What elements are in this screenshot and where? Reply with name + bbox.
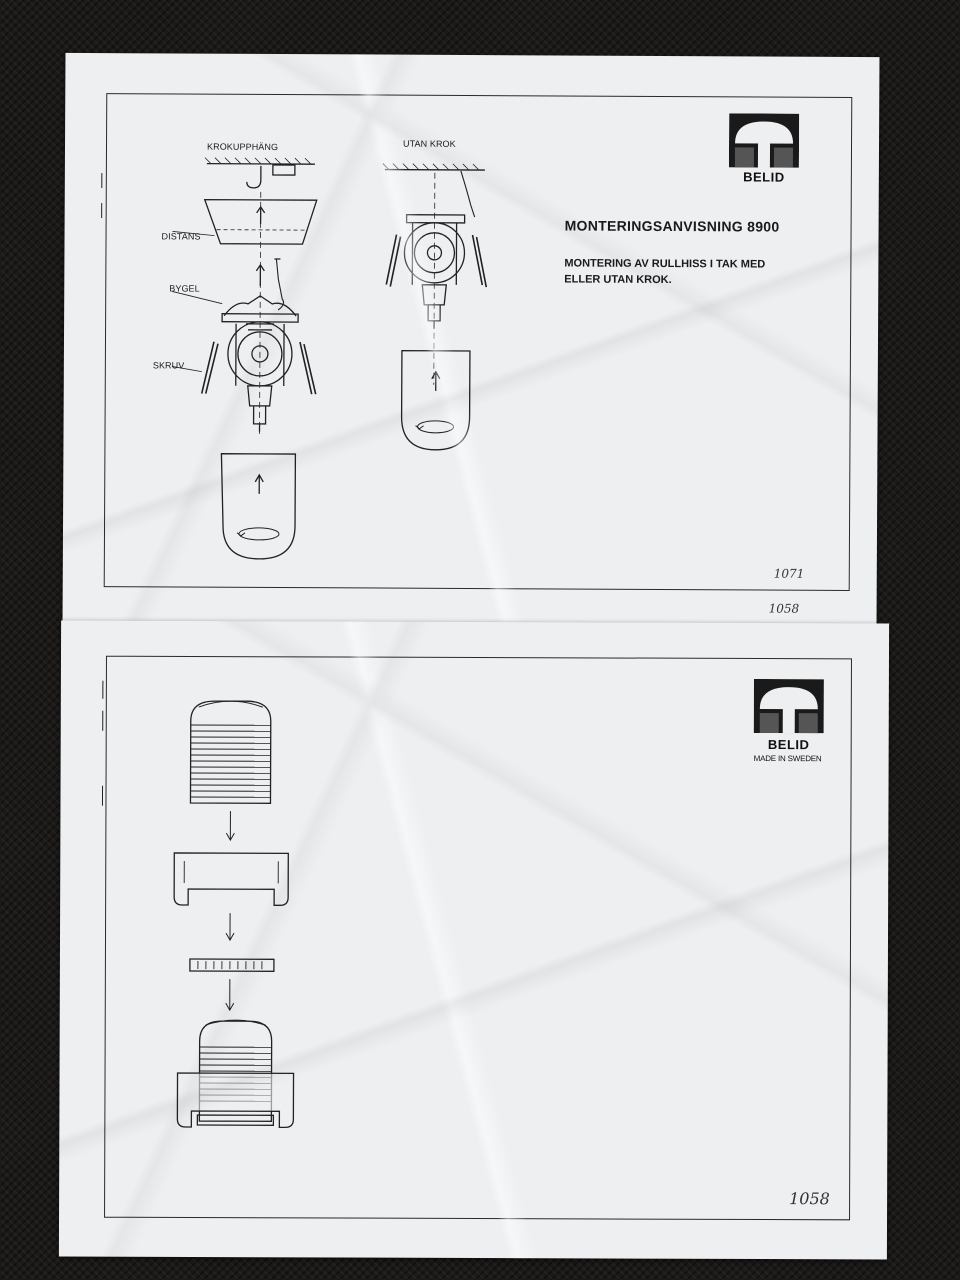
belid-logo: BELID [728,113,800,185]
document-subtitle-line2: ELLER UTAN KROK. [564,273,672,287]
label-skruv: SKRUV [152,360,185,371]
brand-name: BELID [743,169,785,185]
label-bygel: BYGEL [169,283,200,294]
instruction-sheet-top: KROKUPPHÄNG UTAN KROK DISTANS BYGEL SKRU… [62,52,880,628]
brand-name: BELID [767,737,810,753]
belid-logo: BELID MADE IN SWEDEN [753,678,824,764]
made-in-sweden: MADE IN SWEDEN [753,753,822,764]
lampholder-diagram [101,680,295,1128]
instruction-sheet-bottom: BELID MADE IN SWEDEN 1058 [58,620,890,1260]
rullhiss-diagram [101,157,488,560]
document-title: MONTERINGSANVISNING 8900 [564,217,780,235]
belid-logo-mark [728,113,800,168]
handwritten-overflow: 1058 [768,601,800,616]
label-distans: DISTANS [161,231,201,242]
handwritten-number: 1071 [773,566,805,581]
label-krokupphang: KROKUPPHÄNG [206,141,279,152]
document-subtitle-line1: MONTERING AV RULLHISS I TAK MED [564,257,766,271]
handwritten-number: 1058 [789,1189,830,1209]
label-utan-krok: UTAN KROK [403,138,456,149]
belid-logo-mark [753,678,824,734]
